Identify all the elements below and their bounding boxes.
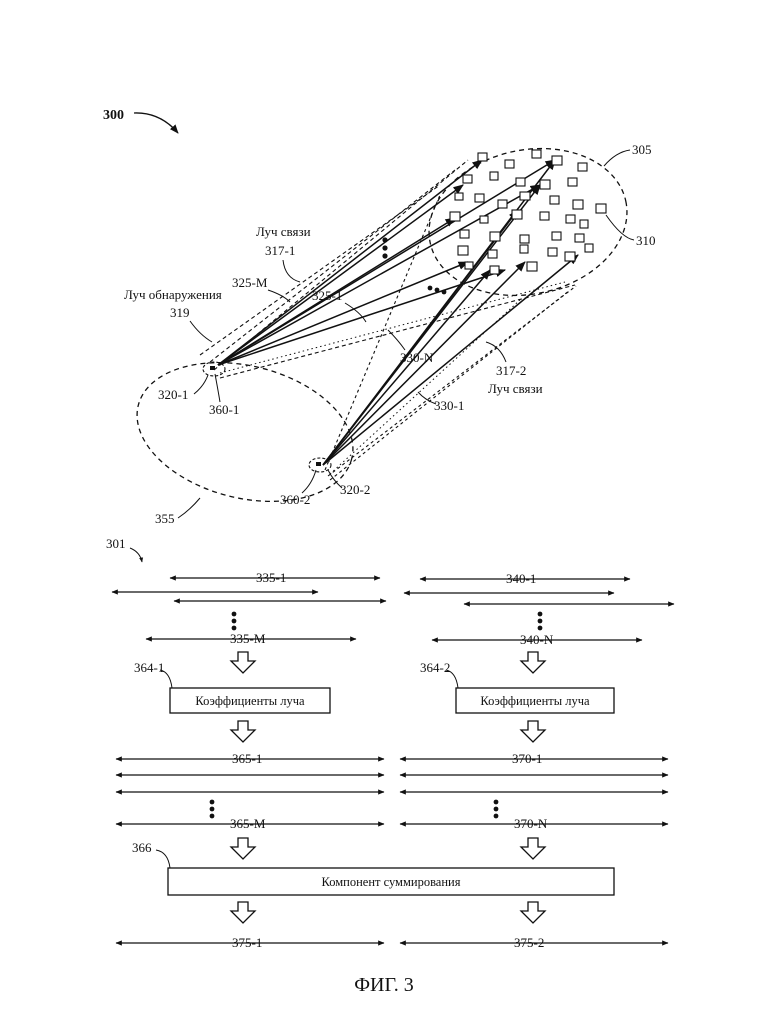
down-arrow-right-3: [521, 838, 545, 859]
ref-340-1: 340-1: [506, 571, 536, 586]
ref-330-n-leader: [388, 330, 405, 350]
ref-330-n: 330-N: [400, 350, 434, 365]
ref-300-arrow: [134, 113, 178, 133]
down-arrow-right-4: [521, 902, 545, 923]
ref-340-n: 340-N: [520, 632, 554, 647]
ref-317-1-leader: [283, 260, 300, 282]
ref-320-1: 320-1: [158, 387, 188, 402]
box-beam-coefficients-right-label: Коэффициенты луча: [480, 694, 590, 708]
ref-360-1-leader: [215, 374, 220, 402]
target-objects: [450, 150, 606, 274]
ref-360-2: 360-2: [280, 492, 310, 507]
ref-335-m: 335-M: [230, 631, 266, 646]
ref-364-2: 364-2: [420, 660, 450, 675]
down-arrow-right-2: [521, 721, 545, 742]
box-summation-component-label: Компонент суммирования: [322, 875, 461, 889]
station-360-2: [309, 458, 331, 472]
ref-370-1: 370-1: [512, 751, 542, 766]
ref-360-2-leader: [302, 470, 316, 493]
down-arrow-left-2: [231, 721, 255, 742]
ref-335-1: 335-1: [256, 570, 286, 585]
down-arrow-left-4: [231, 902, 255, 923]
signal-flow-diagram: 301 335-1 335-M 340-1 340-N 364-1 Коэффи…: [106, 536, 674, 950]
down-arrow-left-1: [231, 652, 255, 673]
ref-317-2: 317-2: [496, 363, 526, 378]
ref-301: 301: [106, 536, 126, 551]
figure-caption: ФИГ. 3: [354, 974, 414, 996]
ref-330-1: 330-1: [434, 398, 464, 413]
beam-ellipsis-vertical: [382, 237, 387, 258]
ref-365-m: 365-M: [230, 816, 266, 831]
ref-305-leader: [604, 150, 630, 166]
ref-317-1: 317-1: [265, 243, 295, 258]
ref-375-1: 375-1: [232, 935, 262, 950]
station-360-1: [203, 362, 225, 376]
down-arrow-right-1: [521, 652, 545, 673]
ref-325-m: 325-M: [232, 275, 268, 290]
ref-366: 366: [132, 840, 152, 855]
beam-dotted-lines: [220, 282, 565, 474]
beams-325: [218, 160, 555, 365]
ref-375-2: 375-2: [514, 935, 544, 950]
ref-319-leader: [190, 321, 212, 342]
left-ellipsis-2: [210, 800, 215, 819]
ref-319: 319: [170, 305, 190, 320]
ref-355-leader: [178, 498, 200, 518]
ref-310-leader: [606, 215, 634, 240]
ref-365-1: 365-1: [232, 751, 262, 766]
detection-area-ellipse: [122, 341, 367, 522]
ref-364-1: 364-1: [134, 660, 164, 675]
ref-301-arrow: [130, 548, 142, 562]
ref-366-leader: [156, 850, 170, 868]
ref-370-n: 370-N: [514, 816, 548, 831]
ref-310: 310: [636, 233, 656, 248]
box-beam-coefficients-left-label: Коэффициенты луча: [195, 694, 305, 708]
ref-317-2-leader: [486, 342, 506, 362]
down-arrow-left-3: [231, 838, 255, 859]
label-detection-beam: Луч обнаружения: [124, 287, 222, 302]
beam-diagram: 300 305 310 355: [103, 108, 656, 526]
ref-320-2: 320-2: [340, 482, 370, 497]
ref-325-1: 325-1: [312, 288, 342, 303]
ref-355: 355: [155, 511, 175, 526]
right-ellipsis-2: [494, 800, 499, 819]
ref-305: 305: [632, 142, 652, 157]
label-comm-beam-2: Луч связи: [488, 381, 543, 396]
right-ellipsis-1: [538, 612, 543, 631]
ref-320-1-leader: [194, 375, 208, 394]
left-ellipsis-1: [232, 612, 237, 631]
ref-360-1: 360-1: [209, 402, 239, 417]
ref-300: 300: [103, 108, 124, 123]
ref-325-m-leader: [268, 290, 290, 302]
label-comm-beam-1: Луч связи: [256, 224, 311, 239]
beams-330: [323, 160, 578, 465]
